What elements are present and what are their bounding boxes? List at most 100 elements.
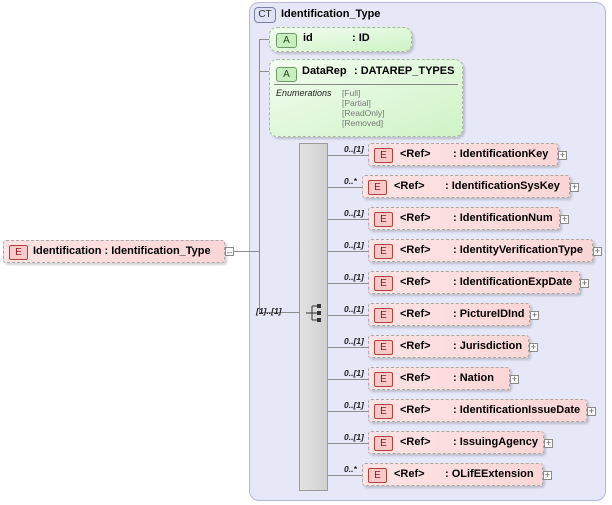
element-name: : OLifEExtension [445, 468, 534, 480]
expand-toggle[interactable]: + [544, 438, 553, 448]
child-element-box[interactable]: E <Ref> : IdentificationNum [368, 207, 560, 230]
child-connector [328, 443, 368, 444]
sequence-bar[interactable] [299, 143, 328, 491]
element-ref: <Ref> [400, 372, 431, 384]
element-ref: <Ref> [400, 340, 431, 352]
element-badge: E [374, 212, 393, 227]
element-badge: E [374, 372, 393, 387]
element-ref: <Ref> [400, 212, 431, 224]
attribute-name: id [303, 32, 313, 44]
sequence-connector [259, 312, 299, 313]
attr-id-connector [259, 39, 272, 40]
root-element-box[interactable]: E Identification : Identification_Type [3, 240, 225, 263]
element-cardinality: 0..[1] [344, 144, 364, 154]
element-ref: <Ref> [400, 436, 431, 448]
element-cardinality: 0..[1] [344, 336, 364, 346]
element-cardinality: 0..[1] [344, 400, 364, 410]
element-cardinality: 0..[1] [344, 272, 364, 282]
enumerations-label: Enumerations [276, 88, 332, 98]
attribute-name: DataRep [302, 65, 347, 77]
expand-toggle[interactable]: + [543, 470, 552, 480]
element-cardinality: 0..* [344, 176, 357, 186]
attribute-id-box[interactable]: A id : ID [269, 27, 412, 52]
child-element-box[interactable]: E <Ref> : Nation [368, 367, 510, 390]
expand-toggle[interactable]: + [530, 310, 539, 320]
element-badge: E [374, 404, 393, 419]
expand-toggle[interactable]: + [580, 278, 589, 288]
element-name: : IdentificationSysKey [445, 180, 560, 192]
sequence-icon [306, 304, 321, 322]
child-connector [328, 379, 368, 380]
expand-toggle[interactable]: + [560, 214, 569, 224]
element-ref: <Ref> [400, 404, 431, 416]
element-cardinality: 0..[1] [344, 240, 364, 250]
child-element-box[interactable]: E<Ref>: OLifEExtension [362, 463, 543, 486]
element-cardinality: 0..[1] [344, 208, 364, 218]
complex-type-badge: CT [254, 7, 276, 23]
attribute-type: : DATAREP_TYPES [354, 65, 455, 77]
child-connector [328, 187, 362, 188]
element-cardinality: 0..* [344, 464, 357, 474]
child-element-box[interactable]: E<Ref>: IssuingAgency [368, 431, 544, 454]
element-name: : Jurisdiction [453, 340, 523, 352]
child-element-box[interactable]: E <Ref> : IdentityVerificationType [368, 239, 593, 262]
child-connector [328, 315, 368, 316]
child-connector [328, 411, 368, 412]
element-name: : IdentificationNum [453, 212, 553, 224]
sequence-cardinality: [1]..[1] [256, 306, 282, 316]
element-badge: E [374, 308, 393, 323]
expand-toggle[interactable]: + [510, 374, 519, 384]
element-badge: E [374, 276, 393, 291]
child-element-box[interactable]: E <Ref> : IdentificationKey [368, 143, 558, 166]
child-element-box[interactable]: E <Ref> : IdentificationExpDate [368, 271, 580, 294]
element-name: : IssuingAgency [453, 436, 538, 448]
root-connector [229, 251, 260, 252]
child-element-box[interactable]: E <Ref> : PictureIDInd [368, 303, 530, 326]
element-badge: E [368, 468, 387, 483]
expand-toggle[interactable]: + [558, 150, 567, 160]
ct-trunk-line [259, 39, 260, 313]
child-element-box[interactable]: E <Ref> : IdentificationSysKey [362, 175, 570, 198]
element-name: : Nation [453, 372, 494, 384]
expand-toggle[interactable]: + [570, 182, 579, 192]
child-connector [328, 155, 368, 156]
element-name: : PictureIDInd [453, 308, 525, 320]
enum-value: [Full] [342, 88, 361, 98]
element-name: : IdentificationExpDate [453, 276, 573, 288]
element-badge: E [368, 180, 387, 195]
attribute-badge: A [276, 33, 297, 48]
element-ref: <Ref> [400, 148, 431, 160]
element-cardinality: 0..[1] [344, 432, 364, 442]
expand-toggle[interactable]: + [529, 342, 538, 352]
element-ref: <Ref> [400, 276, 431, 288]
element-badge: E [374, 148, 393, 163]
child-connector [328, 283, 368, 284]
child-connector [328, 251, 368, 252]
expand-toggle[interactable]: + [593, 246, 602, 256]
expand-toggle[interactable]: + [587, 406, 596, 416]
child-element-box[interactable]: E <Ref> : IdentificationIssueDate [368, 399, 587, 422]
root-element-label: Identification : Identification_Type [33, 245, 211, 257]
element-name: : IdentityVerificationType [453, 244, 583, 256]
attribute-type: : ID [352, 32, 370, 44]
child-connector [328, 219, 368, 220]
enum-value: [Removed] [342, 118, 384, 128]
attribute-datarep-box[interactable]: A DataRep : DATAREP_TYPES Enumerations [… [269, 59, 463, 137]
element-name: : IdentificationIssueDate [453, 404, 581, 416]
element-ref: <Ref> [394, 180, 425, 192]
element-ref: <Ref> [400, 244, 431, 256]
child-element-box[interactable]: E <Ref> : Jurisdiction [368, 335, 529, 358]
collapse-toggle[interactable]: – [225, 247, 234, 257]
enum-value: [ReadOnly] [342, 108, 385, 118]
child-connector [328, 347, 368, 348]
element-cardinality: 0..[1] [344, 368, 364, 378]
element-badge: E [374, 244, 393, 259]
element-badge: E [374, 340, 393, 355]
attribute-badge: A [276, 67, 297, 82]
element-name: : IdentificationKey [453, 148, 549, 160]
element-ref: <Ref> [400, 308, 431, 320]
enum-divider [274, 84, 458, 85]
element-cardinality: 0..[1] [344, 304, 364, 314]
attr-datarep-connector [259, 71, 272, 72]
child-connector [328, 475, 362, 476]
